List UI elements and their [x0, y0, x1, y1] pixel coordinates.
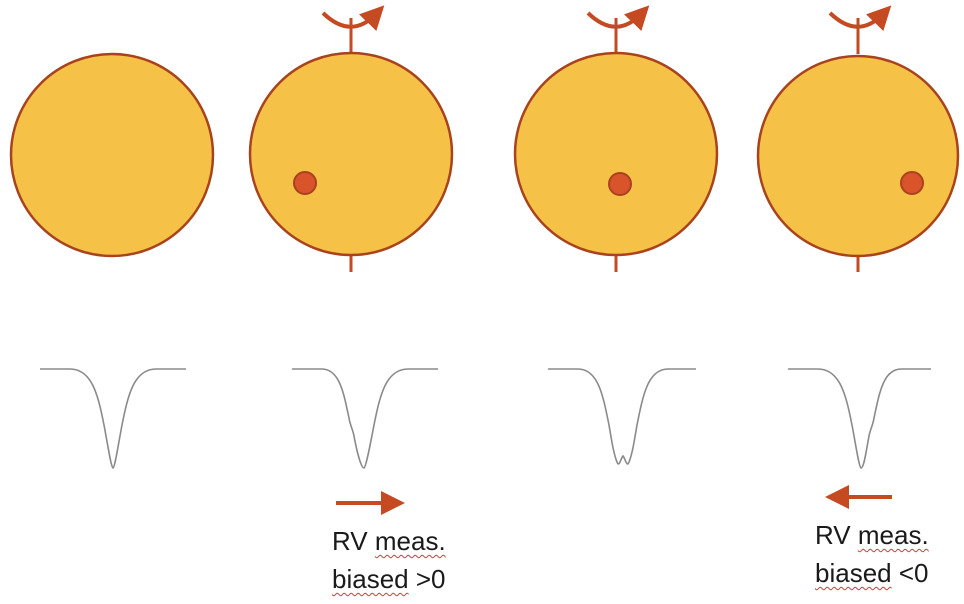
star-spot — [609, 173, 631, 195]
line-profile-1 — [40, 369, 186, 468]
line-profiles — [40, 369, 931, 468]
line-profile-2 — [292, 369, 438, 468]
rv-caption-positive: RV meas. biased >0 — [332, 522, 446, 598]
star-disk — [250, 53, 452, 255]
star-disk — [758, 56, 958, 256]
star-spot — [294, 172, 316, 194]
caption-word: biased — [332, 564, 409, 594]
caption-line-1: RV meas. — [815, 516, 929, 554]
caption-word: biased — [815, 558, 892, 588]
caption-line-2: biased <0 — [815, 554, 929, 592]
caption-line-1: RV meas. — [332, 522, 446, 560]
caption-word: >0 — [416, 564, 446, 594]
star-panel-1 — [11, 54, 213, 256]
star-panel-4 — [758, 13, 958, 272]
caption-word: RV — [815, 520, 851, 550]
caption-word: RV — [332, 526, 368, 556]
star-disk — [11, 54, 213, 256]
star-disk — [515, 53, 717, 255]
star-panel-3 — [515, 13, 717, 272]
caption-word: meas. — [858, 520, 929, 550]
caption-line-2: biased >0 — [332, 560, 446, 598]
star-panel-2 — [250, 13, 452, 272]
caption-word: meas. — [375, 526, 446, 556]
line-profile-3 — [548, 369, 696, 464]
star-spot — [901, 172, 923, 194]
line-profile-4 — [788, 369, 931, 468]
rv-caption-negative: RV meas. biased <0 — [815, 516, 929, 592]
caption-word: <0 — [899, 558, 929, 588]
